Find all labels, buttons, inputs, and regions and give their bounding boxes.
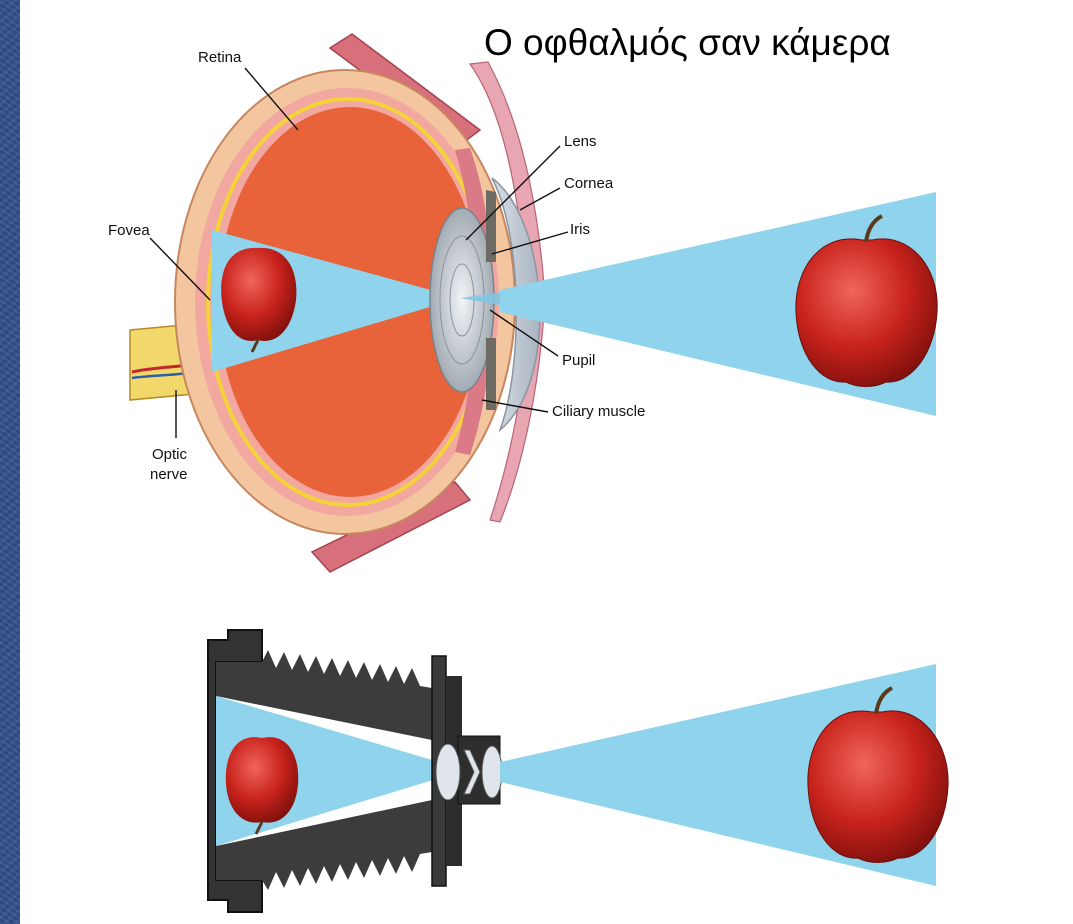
camera-illustration xyxy=(208,630,502,912)
label-lens: Lens xyxy=(564,133,597,150)
label-optic-nerve-line2: nerve xyxy=(150,466,188,483)
label-pupil: Pupil xyxy=(562,352,595,369)
label-optic-nerve-line1: Optic xyxy=(152,446,188,463)
label-retina: Retina xyxy=(198,49,242,66)
label-cornea: Cornea xyxy=(564,175,614,192)
label-ciliary-muscle: Ciliary muscle xyxy=(552,403,645,420)
label-iris: Iris xyxy=(570,221,590,238)
label-fovea: Fovea xyxy=(108,222,150,239)
